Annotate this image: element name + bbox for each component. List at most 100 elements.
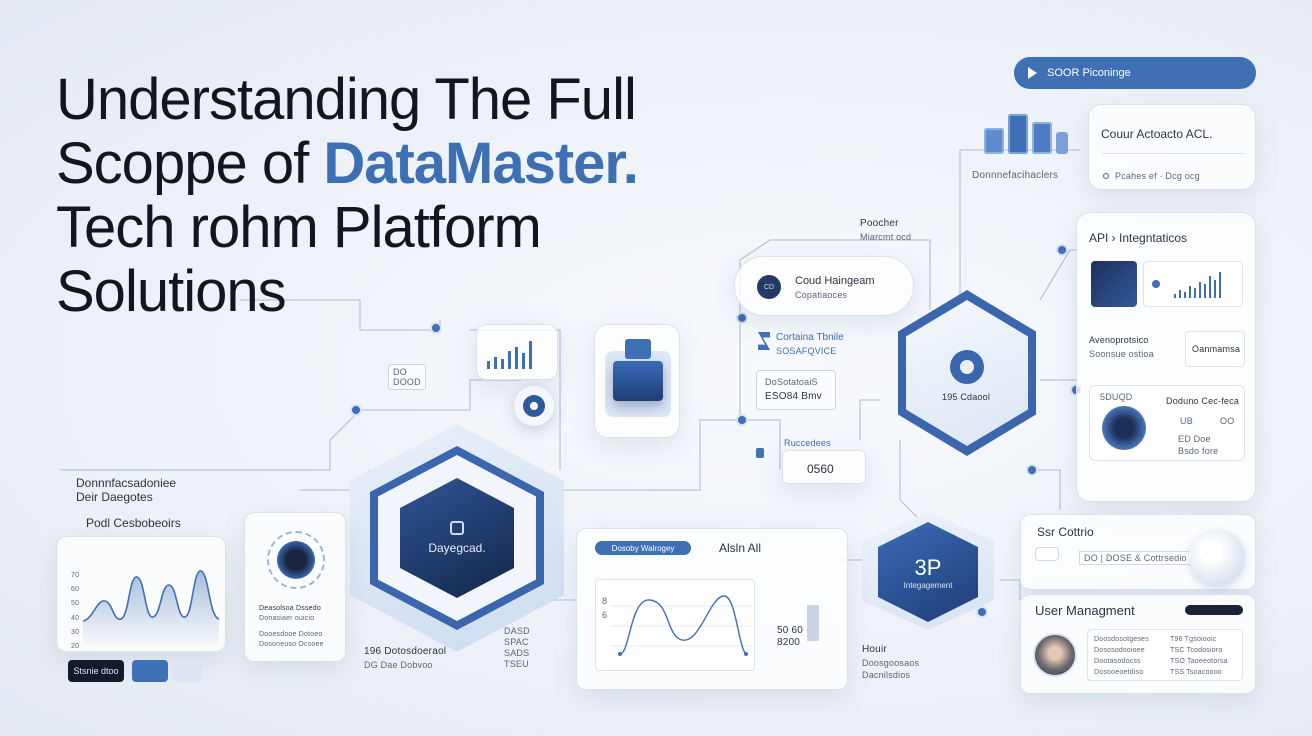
mini-bars — [487, 339, 549, 369]
hour-sub-2: Dacnilsdios — [862, 670, 911, 680]
api-row3-title: Doduno Cec-feca — [1166, 396, 1240, 406]
top-action-pill[interactable]: SOOR Piconinge — [1014, 57, 1256, 89]
chip-card — [594, 324, 680, 438]
user-table-col-b: T96 Tgsoiooic TSC Tcodosioro TSO Taoeeot… — [1170, 634, 1228, 678]
chip-icon — [613, 361, 663, 401]
poocher-sub: Miarcmt ocd — [860, 232, 912, 242]
chart-axis-b: 6 — [602, 610, 608, 620]
gauge-lens-icon — [277, 541, 315, 579]
user-mgmt-progress — [1185, 605, 1243, 615]
chart-axis-a: 8 — [602, 596, 608, 606]
table-cell: T96 Tgsoiooic — [1170, 636, 1217, 643]
api-bar — [1184, 292, 1186, 298]
left-label-2: Deir Daegotes — [76, 490, 153, 504]
api-bar — [1194, 288, 1196, 298]
api-bars — [1174, 270, 1238, 298]
play-icon — [1028, 67, 1037, 79]
chart-title: Alsln All — [719, 541, 762, 555]
target-icon — [950, 350, 984, 384]
server-icon — [984, 128, 1004, 154]
tab-light[interactable] — [172, 660, 202, 682]
api-bar — [1204, 284, 1206, 298]
api-row3-b: OO — [1220, 416, 1235, 426]
field-line-2: ESO84 Bmv — [765, 391, 822, 402]
location-icon — [1103, 173, 1109, 179]
tab-dark[interactable]: Stsnie dtoo — [68, 660, 124, 682]
user-icon — [523, 395, 545, 417]
user-table-col-a: Doosdosotgeses Dososodsoioee Dootasodocs… — [1094, 634, 1149, 678]
server-icon — [1056, 132, 1068, 154]
title-line-4: Solutions — [56, 259, 287, 324]
mini-bar — [494, 357, 497, 369]
y-tick: 40 — [71, 614, 80, 622]
mini-bar — [515, 347, 518, 369]
contains-title: Cortaina Tbnile — [776, 332, 844, 343]
title-brand-accent: DataMaster. — [323, 131, 639, 196]
bottom-hex-big: 3P — [914, 554, 942, 580]
api-bar — [1179, 290, 1181, 298]
gauge-line-4: Dosoneuso Ocsoee — [259, 641, 324, 648]
table-cell: Dosooeoetdiso — [1094, 669, 1144, 676]
chart-plot: 8 6 — [595, 579, 755, 671]
chart-side-bar — [807, 605, 819, 641]
mini-bar-card — [476, 324, 558, 380]
mid-code: TSEU — [504, 659, 529, 669]
table-cell: TSS Tsoacoooo — [1170, 669, 1222, 676]
y-tick: 30 — [71, 628, 80, 636]
y-tick: 50 — [71, 600, 80, 608]
table-cell: TSC Tcodosioro — [1170, 647, 1223, 654]
note-label: Ruccedees — [784, 438, 831, 448]
tab-blue[interactable] — [132, 660, 168, 682]
wave-area — [83, 570, 219, 645]
left-label-3: Podl Cesbobeoirs — [86, 516, 181, 530]
title-line-3: Tech rohm Platform — [56, 195, 542, 260]
api-row2-right-box[interactable]: Oanmamsa — [1185, 331, 1245, 367]
mid-label-b: DG Dae Dobvoo — [364, 660, 433, 670]
bottom-hex-core[interactable]: 3P Integagement — [878, 522, 978, 622]
y-tick: 70 — [71, 572, 80, 579]
hour-sub-1: Doosgoosaos — [862, 658, 920, 668]
bottom-hex-label: Integagement — [903, 580, 953, 590]
api-bars-card — [1143, 261, 1243, 307]
api-bar — [1219, 272, 1221, 298]
server-icons-label: Donnnefacihaclers — [972, 170, 1059, 181]
toggle-icon[interactable] — [1035, 547, 1059, 561]
field-box: DoSotatoaiS ESO84 Bmv — [756, 370, 836, 410]
security-line: DO | DOSE & Cottrsedio — [1079, 551, 1192, 565]
wave-chart — [83, 570, 219, 645]
mini-bar — [508, 351, 511, 369]
table-cell: TSO Taoeeotorsa — [1170, 658, 1228, 665]
gauge-ring — [267, 531, 325, 589]
api-bar — [1174, 294, 1176, 298]
title-line-2: Scoppe of DataMaster. — [56, 132, 816, 196]
server-icons — [972, 114, 1072, 168]
chart-line-svg — [610, 595, 752, 656]
mini-bar — [487, 361, 490, 369]
api-bar — [1189, 286, 1191, 298]
cloud-card[interactable]: CD Coud Haingeam Copatiaoces — [734, 256, 914, 316]
y-tick: 60 — [71, 586, 80, 594]
server-icon — [1008, 114, 1028, 154]
security-card: Ssr Cottrio DO | DOSE & Cottrsedio — [1020, 514, 1256, 590]
mid-code: DASD — [504, 626, 530, 636]
divider — [1101, 153, 1245, 154]
contains-sub: SOSAFQVICE — [776, 346, 837, 356]
api-row3-badge: 5DUQD — [1100, 392, 1133, 402]
cloud-sub: Copatiaoces — [795, 290, 848, 300]
account-card-title: Couur Actoacto ACL. — [1101, 127, 1213, 141]
avatar[interactable] — [1033, 633, 1077, 677]
center-hex-core[interactable]: Dayegcad. — [400, 478, 514, 598]
cloud-title: Coud Haingeam — [795, 275, 875, 287]
api-row2-left-sub: Soonsue ostioa — [1089, 349, 1154, 359]
chart-tag[interactable]: Dosoby Walrogey — [595, 541, 691, 555]
account-card[interactable]: Couur Actoacto ACL. Pcahes ef · Dcg ocg — [1088, 104, 1256, 190]
api-row3-card: 5DUQD Doduno Cec-feca UB OO ED Doe Bsdo … — [1089, 385, 1245, 461]
api-row2-left: Avenoprotsico — [1089, 335, 1149, 345]
title-line-2-text: Scoppe of — [56, 131, 324, 196]
chip-top-icon — [625, 339, 651, 359]
wave-chart-y-axis: 70 60 50 40 30 20 — [71, 569, 79, 654]
database-icon — [450, 521, 464, 535]
user-circle-button[interactable] — [514, 386, 554, 426]
page-title: Understanding The Full Scoppe of DataMas… — [56, 68, 816, 324]
